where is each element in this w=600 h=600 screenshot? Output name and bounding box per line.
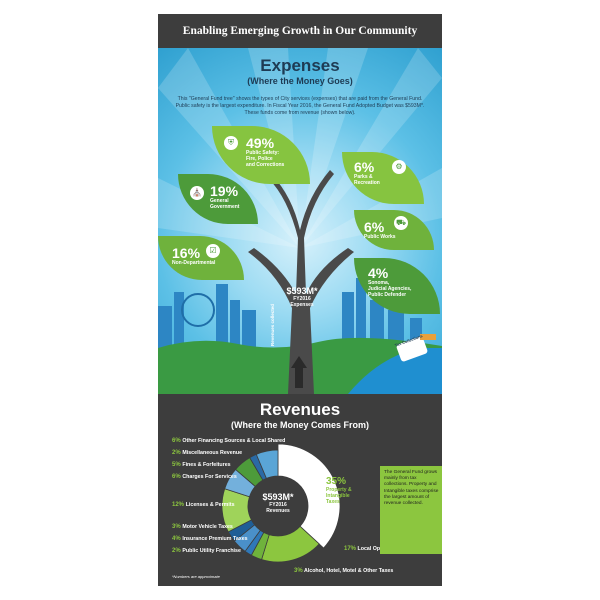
trunk-label: Revenues collected [270, 303, 275, 346]
leaf-label: Non-Departmental [172, 260, 216, 266]
leaf-public-safety-text: 49% Public Safety: Fire, Police and Corr… [246, 136, 284, 168]
revenue-item-label: Other Financing Sources & Local Shared [182, 438, 286, 444]
leaf-general-government-text: 19% General Government [210, 184, 239, 210]
revenue-item-label: Licenses & Permits [185, 502, 235, 508]
revenue-item-label: Alcohol, Hotel, Motel & Other Taxes [303, 568, 394, 574]
revenue-item: 6% Charges For Services [172, 474, 237, 480]
revenue-item-pct: 12% [172, 502, 186, 508]
revenue-item-label: Charges For Services [182, 474, 237, 480]
leaf-label: Fire, Police [246, 156, 273, 162]
revenue-item-pct: 6% [172, 474, 183, 480]
leaf-parks-recreation-text: 6% Parks & Recreation [354, 160, 380, 186]
leaf-public-works-text: 6% Public Works [364, 220, 396, 240]
leaf-pct: 4% [368, 265, 389, 281]
revenue-item-pct: 17% [344, 546, 357, 552]
revenue-item-label: Intangible [326, 493, 350, 499]
watering-can-icon [396, 334, 436, 362]
revenues-title: Revenues [259, 400, 341, 419]
revenues-center-label: $593M* FY2016 Revenues [242, 492, 314, 514]
tree-trunk [248, 238, 354, 394]
revenue-item-label: Public Utility Franchise [182, 548, 241, 554]
handshake-icon: ☑ [206, 244, 220, 258]
revenue-item: 5% Fines & Forfeitures [172, 462, 231, 468]
arrow-up-icon [291, 356, 307, 388]
expenses-center-amount: $593M* [286, 286, 318, 296]
revenues-center-amount: $593M* [262, 492, 294, 502]
river [348, 348, 442, 394]
revenue-item-pct: 35% [326, 476, 347, 487]
truck-icon: ⛟ [394, 216, 408, 230]
revenue-item: 4% Insurance Premium Taxes [172, 536, 248, 542]
revenue-item: 2% Miscellaneous Revenue [172, 450, 242, 456]
leaf-non-departmental-text: 16% Non-Departmental [172, 246, 215, 266]
revenue-item: 12% Licenses & Permits [172, 502, 235, 508]
leaf-label: Recreation [354, 180, 380, 186]
revenue-item-label: Insurance Premium Taxes [182, 536, 248, 542]
revenues-subtitle: (Where the Money Comes From) [230, 420, 369, 430]
infographic-poster: Enabling Emerging Growth in Our Communit… [158, 14, 442, 586]
revenue-item: 2% Public Utility Franchise [172, 548, 241, 554]
leaf-label: Government [210, 204, 240, 210]
leaf-pct: 49% [246, 135, 275, 151]
revenue-item: 6% Other Financing Sources & Local Share… [172, 438, 285, 444]
tree-branches [268, 170, 334, 238]
revenue-item-pct: 2% [172, 450, 183, 456]
revenue-note: The General Fund grows mainly from tax c… [384, 470, 439, 507]
revenue-item-pct: 4% [172, 536, 183, 542]
revenue-item-label: Taxes [326, 499, 340, 505]
leaf-label: and Corrections [246, 162, 285, 168]
revenue-item-label: Motor Vehicle Taxes [182, 524, 233, 530]
leaf-label: Parks & [354, 174, 373, 180]
leaf-label: Public Defender [368, 292, 407, 298]
footnote: *Numbers are approximate [172, 574, 220, 579]
expenses-intro: This "General Fund tree" shows the types… [175, 96, 425, 116]
page-title: Enabling Emerging Growth in Our Communit… [158, 14, 442, 48]
expenses-title: Expenses [260, 56, 340, 75]
donut-hole [248, 476, 308, 536]
revenues-center-caption: Revenues [266, 508, 290, 514]
revenue-item-label: Miscellaneous Revenue [182, 450, 243, 456]
revenues-center-year: FY2016 [269, 502, 287, 508]
leaf-label: Public Safety: [246, 150, 280, 156]
leaf-pct: 6% [364, 219, 385, 235]
revenue-note-box [380, 466, 442, 554]
revenue-item-label: Property & [326, 487, 352, 493]
expenses-center-caption: Expenses [290, 302, 314, 308]
leaf-pct: 16% [172, 245, 201, 261]
expenses-center-year: FY2016 [293, 296, 311, 302]
bicycle-icon: ⚙ [392, 160, 406, 174]
revenue-item-label: Fines & Forfeitures [182, 462, 231, 468]
expenses-subtitle: (Where the Money Goes) [247, 76, 353, 86]
leaf-label: Judicial Agencies, [368, 286, 412, 292]
leaf-judicial-agencies-text: 4% Sonoma, Judicial Agencies, Public Def… [368, 266, 411, 298]
revenue-item-property: 35% Property & Intangible Taxes [326, 476, 352, 505]
leaf-pct: 6% [354, 159, 375, 175]
revenue-item-pct: 6% [172, 438, 183, 444]
expenses-center-label: $593M* FY2016 Expenses [272, 286, 332, 308]
revenue-item-pct: 3% [294, 568, 303, 574]
revenue-item-pct: 3% [172, 524, 183, 530]
leaf-label: Public Works [364, 234, 396, 240]
leaf-label: General [210, 198, 229, 204]
revenue-item-alcohol: 3% Alcohol, Hotel, Motel & Other Taxes [294, 568, 393, 574]
leaf-label: Sonoma, [368, 280, 390, 286]
government-building-icon: ⛪ [190, 186, 204, 200]
revenue-item-pct: 2% [172, 548, 183, 554]
revenue-item-pct: 5% [172, 462, 183, 468]
revenue-donut-chart [221, 443, 341, 563]
shield-icon: ⛨ [224, 136, 238, 150]
expenses-section: Expenses (Where the Money Goes) This "Ge… [158, 48, 442, 394]
revenue-item: 3% Motor Vehicle Taxes [172, 524, 233, 530]
ferris-wheel-icon [181, 293, 215, 327]
leaf-pct: 19% [210, 183, 239, 199]
